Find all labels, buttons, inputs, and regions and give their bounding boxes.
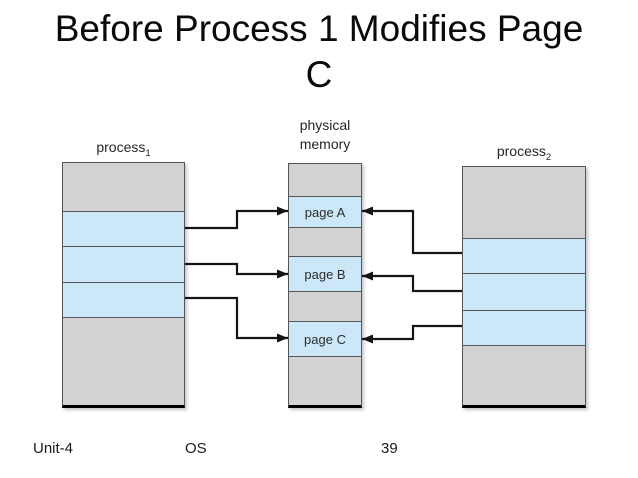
process2-label: process2 [462,142,586,165]
arrowhead-page-A [362,206,373,216]
footer-page-number: 39 [381,440,398,457]
process2-page-slot-1 [463,238,585,273]
physical-memory-gray-segment-2 [289,227,361,256]
process2-page-slot-3 [463,310,585,345]
page-b-label: page B [304,266,346,282]
title-line-1: Before Process 1 Modifies Page [54,8,584,49]
process2-gray-segment-0 [463,167,585,238]
process1-page-slot-3 [63,282,184,317]
physical-memory-label: physical memory [288,116,362,154]
process2-label-text: process [496,143,546,159]
process2-gray-segment-4 [463,345,585,405]
physical-memory-gray-segment-0 [289,164,361,196]
arrow-process1-to-page-B [185,262,288,276]
arrow-process1-to-page-C [185,296,288,340]
arrowhead-page-A [277,206,288,216]
physical-page-a: page A [289,196,361,227]
process1-label-subscript: 1 [145,147,151,159]
arrowhead-page-C [277,333,288,343]
arrow-process1-to-page-A [185,209,288,230]
physical-page-b: page B [289,256,361,291]
process2-label-subscript: 2 [545,151,552,163]
physical-memory-label-line1: physical [299,117,351,133]
physical-memory-gray-segment-6 [289,356,361,405]
page-c-label: page C [304,331,346,347]
footer-unit-label: Unit-4 [33,440,74,457]
physical-page-c: page C [289,321,361,356]
process1-page-slot-1 [63,211,184,246]
process2-memory-column [462,166,586,408]
process1-gray-segment-0 [63,163,184,211]
physical-memory-gray-segment-4 [289,291,361,321]
process1-page-slot-2 [63,246,184,282]
process1-label-text: process [96,139,146,155]
arrowhead-page-C [362,334,373,344]
arrowhead-page-B [362,271,373,281]
page-a-label: page A [304,204,346,220]
process1-label: process1 [62,138,185,161]
process1-gray-segment-4 [63,317,184,405]
process2-page-slot-2 [463,273,585,310]
footer-course-label: OS [185,440,207,457]
physical-memory-column: page A page B page C [288,163,362,408]
arrow-process2-to-page-C [362,324,462,341]
arrowhead-page-B [277,269,288,279]
arrow-process2-to-page-A [362,209,462,255]
physical-memory-label-line2: memory [299,135,351,152]
arrow-process2-to-page-B [362,274,462,293]
title-line-2: C [305,53,333,95]
process1-memory-column [62,162,185,408]
